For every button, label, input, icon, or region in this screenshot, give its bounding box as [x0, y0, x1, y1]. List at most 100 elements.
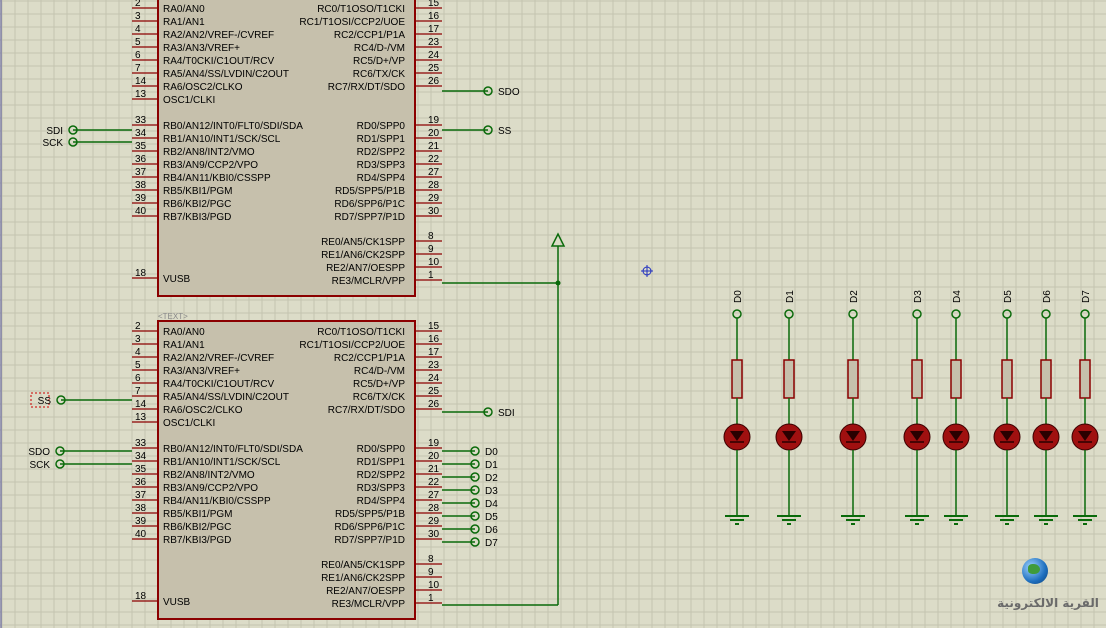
port-d7-label: D7	[485, 538, 498, 549]
pin-number: 33	[135, 115, 147, 126]
led-input-terminal[interactable]	[1002, 309, 1012, 319]
pin-number: 24	[428, 50, 440, 61]
led-input-terminal[interactable]	[784, 309, 794, 319]
led-input-terminal[interactable]	[732, 309, 742, 319]
pin-number: 24	[428, 373, 440, 384]
led-input-terminal[interactable]	[1080, 309, 1090, 319]
pin-number: 38	[135, 180, 147, 191]
pin-number: 35	[135, 141, 147, 152]
pin-number: 18	[135, 591, 147, 602]
pin-name: RE3/MCLR/VPP	[332, 599, 406, 610]
resistor[interactable]	[731, 359, 743, 399]
mcu-body-1[interactable]	[157, 0, 416, 297]
pin-number: 2	[135, 0, 141, 9]
power-arrow-icon[interactable]	[550, 232, 566, 247]
pin-name: RD2/SPP2	[357, 147, 406, 158]
port-d6-terminal[interactable]	[470, 524, 480, 534]
port-d0-label: D0	[485, 447, 498, 458]
sdo-2-terminal[interactable]	[55, 446, 65, 456]
mcu-body-2[interactable]	[157, 320, 416, 620]
pin-number: 20	[428, 451, 440, 462]
pin-name: RD4/SPP4	[357, 173, 406, 184]
led-input-label: D3	[913, 290, 924, 303]
resistor[interactable]	[847, 359, 859, 399]
resistor[interactable]	[1001, 359, 1013, 399]
pin-name: RB6/KBI2/PGC	[163, 522, 231, 533]
diode-triangle-icon	[730, 431, 744, 441]
pin-number: 17	[428, 24, 440, 35]
pin-name: OSC1/CLKI	[163, 95, 215, 106]
pin-number: 28	[428, 180, 440, 191]
pin-name: RC4/D-/VM	[354, 43, 405, 54]
pin-number: 9	[428, 567, 434, 578]
pin-number: 35	[135, 464, 147, 475]
pin-name: RC0/T1OSO/T1CKI	[317, 327, 405, 338]
pin-name: RA1/AN1	[163, 17, 205, 28]
pin-name: RC6/TX/CK	[353, 392, 406, 403]
pin-name: RA0/AN0	[163, 327, 205, 338]
pin-name: RB1/AN10/INT1/SCK/SCL	[163, 134, 281, 145]
pin-number: 8	[428, 554, 434, 565]
sdo-1-terminal[interactable]	[483, 86, 493, 96]
pin-number: 9	[428, 244, 434, 255]
port-d3-label: D3	[485, 486, 498, 497]
pin-number: 15	[428, 321, 440, 332]
diode-triangle-icon	[782, 431, 796, 441]
pin-number: 36	[135, 477, 147, 488]
resistor[interactable]	[1079, 359, 1091, 399]
pin-name: RB5/KBI1/PGM	[163, 186, 232, 197]
pin-name: RA6/OSC2/CLKO	[163, 82, 243, 93]
pin-name: RB1/AN10/INT1/SCK/SCL	[163, 457, 281, 468]
pin-name: RA2/AN2/VREF-/CVREF	[163, 353, 274, 364]
port-d5-terminal[interactable]	[470, 511, 480, 521]
led-input-terminal[interactable]	[951, 309, 961, 319]
sdi-2-terminal[interactable]	[483, 407, 493, 417]
pin-name: RA3/AN3/VREF+	[163, 43, 240, 54]
junction-dot	[555, 280, 561, 286]
resistor[interactable]	[950, 359, 962, 399]
pin-number: 28	[428, 503, 440, 514]
port-d7-terminal[interactable]	[470, 537, 480, 547]
port-d3-terminal[interactable]	[470, 485, 480, 495]
pin-number: 40	[135, 206, 147, 217]
pin-name: RE1/AN6/CK2SPP	[321, 250, 405, 261]
ss-selection-box	[30, 392, 50, 408]
sdi-1-terminal[interactable]	[68, 125, 78, 135]
led-input-terminal[interactable]	[912, 309, 922, 319]
port-d1-terminal[interactable]	[470, 459, 480, 469]
port-d4-terminal[interactable]	[470, 498, 480, 508]
pin-name: RA5/AN4/SS/LVDIN/C2OUT	[163, 69, 289, 80]
globe-land-icon	[1028, 564, 1040, 574]
pin-number: 25	[428, 386, 440, 397]
led-input-terminal[interactable]	[848, 309, 858, 319]
pin-name: RC7/RX/DT/SDO	[328, 405, 405, 416]
pin-number: 36	[135, 154, 147, 165]
pin-name: RE0/AN5/CK1SPP	[321, 560, 405, 571]
pin-name: RC1/T1OSI/CCP2/UOE	[299, 17, 405, 28]
pin-number: 6	[135, 373, 141, 384]
pin-number: 14	[135, 76, 147, 87]
pin-number: 7	[135, 63, 141, 74]
pin-name: RD0/SPP0	[357, 444, 406, 455]
led-input-terminal[interactable]	[1041, 309, 1051, 319]
pin-name: RD1/SPP1	[357, 134, 406, 145]
resistor[interactable]	[1040, 359, 1052, 399]
pin-name: RD7/SPP7/P1D	[334, 212, 405, 223]
port-d1-label: D1	[485, 460, 498, 471]
ss-2-terminal[interactable]	[56, 395, 66, 405]
pin-number: 40	[135, 529, 147, 540]
ss-1-terminal[interactable]	[483, 125, 493, 135]
sck-1-terminal[interactable]	[68, 137, 78, 147]
sck-2-terminal[interactable]	[55, 459, 65, 469]
port-d0-terminal[interactable]	[470, 446, 480, 456]
pin-name: RB5/KBI1/PGM	[163, 509, 232, 520]
port-d2-terminal[interactable]	[470, 472, 480, 482]
pin-name: RA3/AN3/VREF+	[163, 366, 240, 377]
resistor[interactable]	[783, 359, 795, 399]
pin-number: 37	[135, 167, 147, 178]
pin-number: 3	[135, 334, 141, 345]
led-input-label: D5	[1003, 290, 1014, 303]
resistor[interactable]	[911, 359, 923, 399]
pin-number: 13	[135, 412, 147, 423]
